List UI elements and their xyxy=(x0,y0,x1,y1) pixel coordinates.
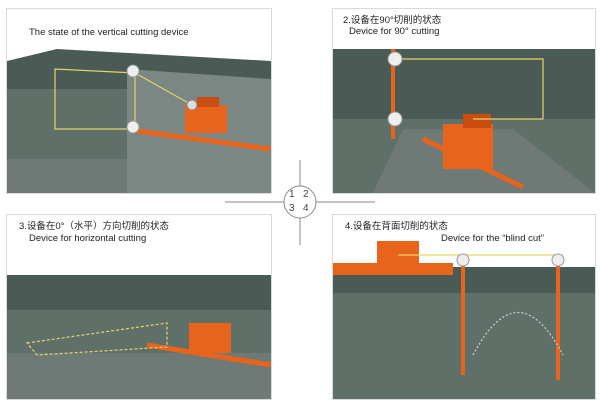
panel-index-crosshair: 1 2 3 4 xyxy=(225,160,375,245)
panel-title-zh: 4.设备在背面切削的状态 xyxy=(345,221,448,232)
blind-cut-illustration xyxy=(333,241,595,399)
panel-title-en: Device for horizontal cutting xyxy=(29,233,147,244)
panel-number-3: 3 xyxy=(289,203,295,214)
panel-blind-cut: 4.设备在背面切削的状态 Device for the “blind cut” xyxy=(332,214,596,400)
panel-title: The state of the vertical cutting device xyxy=(29,27,189,38)
panel-horizontal-cutting: 3.设备在0°（水平）方向切削的状态 Device for horizontal… xyxy=(6,214,272,400)
panel-90-cutting: 2.设备在90°切削的状态 Device for 90° cutting xyxy=(332,8,596,194)
ninety-degree-cutting-illustration xyxy=(333,49,595,193)
panel-title-zh: 3.设备在0°（水平）方向切削的状态 xyxy=(19,221,170,232)
panel-number-4: 4 xyxy=(303,203,309,214)
panel-number-2: 2 xyxy=(303,189,309,200)
horizontal-cutting-illustration xyxy=(7,275,271,399)
panel-title-en: Device for 90° cutting xyxy=(349,26,440,37)
panel-vertical-cutting: The state of the vertical cutting device xyxy=(6,8,272,194)
panel-number-1: 1 xyxy=(289,189,295,200)
panel-title-en: Device for the “blind cut” xyxy=(441,233,544,244)
vertical-cutting-illustration xyxy=(7,49,271,193)
panel-title-zh: 2.设备在90°切削的状态 xyxy=(343,15,442,26)
